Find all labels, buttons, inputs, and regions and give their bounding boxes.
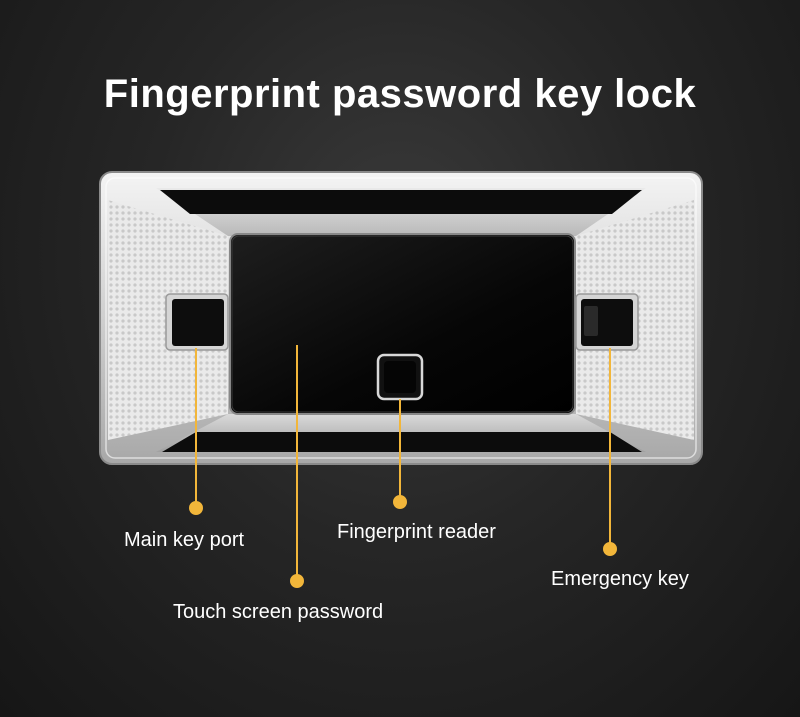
touch-screen-dot [290, 574, 304, 588]
touch-screen [229, 233, 576, 415]
emergency-key-dot [603, 542, 617, 556]
fingerprint-dot [393, 495, 407, 509]
main-key-dot [189, 501, 203, 515]
page-title: Fingerprint password key lock [103, 72, 697, 116]
touch-screen-password-label: Touch screen password [173, 601, 384, 623]
top-slot [160, 190, 642, 214]
bottom-slot [162, 432, 642, 452]
main-key-port-label: Main key port [124, 529, 245, 551]
fingerprint-reader-label: Fingerprint reader [337, 521, 496, 543]
emergency-key-label: Emergency key [551, 568, 689, 590]
